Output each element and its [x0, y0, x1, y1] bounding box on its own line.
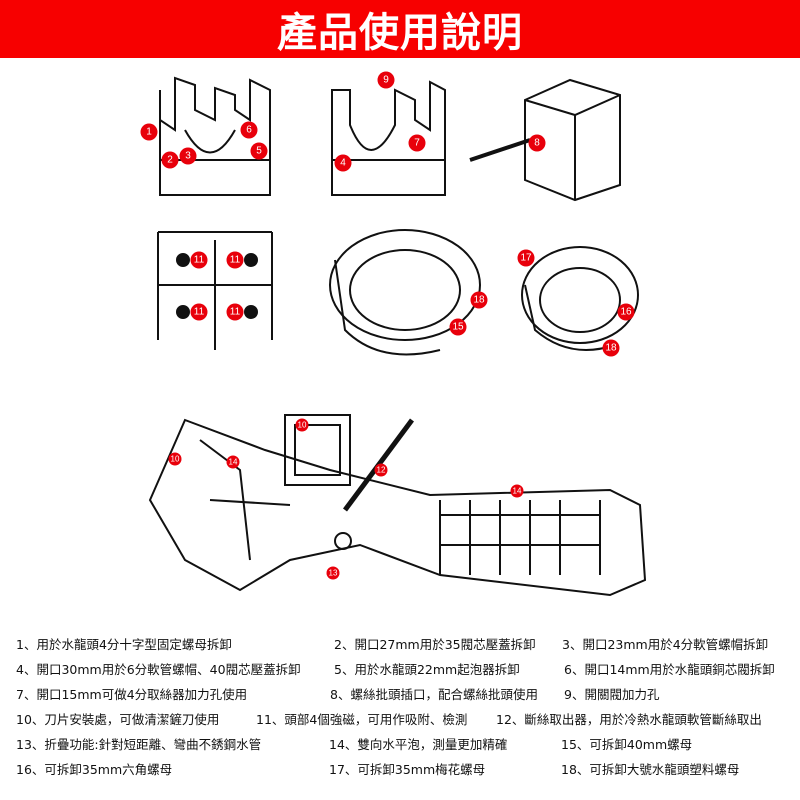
- block-view-3: [469, 78, 621, 202]
- page-title: 產品使用說明: [277, 10, 523, 56]
- note-item: 13、折疊功能:針對短距離、彎曲不銹鋼水管: [16, 737, 262, 752]
- note-item: 9、開關閥加力孔: [564, 687, 660, 702]
- note-item: 4、開口30mm用於6分軟管螺帽、40閥芯壓蓋拆卸: [16, 662, 301, 677]
- callout-marker: 7: [408, 134, 426, 152]
- note-item: 12、斷絲取出器，用於冷熱水龍頭軟管斷絲取出: [496, 712, 762, 727]
- callout-marker: 12: [374, 463, 388, 477]
- product-illustrations: 1 2 3 6 5 9 7 4 8 11 11 11 11 18 15 17 1…: [0, 58, 800, 618]
- callout-marker: 17: [517, 249, 535, 267]
- note-item: 3、開口23mm用於4分軟管螺帽拆卸: [562, 637, 769, 652]
- callout-marker: 18: [470, 291, 488, 309]
- callout-marker: 9: [377, 71, 395, 89]
- note-item: 11、頭部4個強磁，可用作吸附、檢測: [256, 712, 468, 727]
- header-banner: 產品使用說明: [0, 0, 800, 58]
- note-item: 1、用於水龍頭4分十字型固定螺母拆卸: [16, 637, 232, 652]
- callout-marker: 10: [295, 418, 309, 432]
- callout-marker: 11: [190, 251, 208, 269]
- main-tool-body: [148, 414, 647, 597]
- note-item: 17、可拆卸35mm梅花螺母: [329, 762, 486, 777]
- block-view-2: [331, 80, 446, 196]
- callout-marker: 3: [179, 147, 197, 165]
- callout-marker: 14: [226, 455, 240, 469]
- nut-40mm: [329, 229, 481, 356]
- note-item: 14、雙向水平泡，測量更加精確: [329, 737, 508, 752]
- callout-marker: 4: [334, 154, 352, 172]
- note-item: 5、用於水龍頭22mm起泡器拆卸: [334, 662, 520, 677]
- callout-marker: 18: [602, 339, 620, 357]
- callout-marker: 14: [510, 484, 524, 498]
- magnet-view: [157, 231, 273, 350]
- note-item: 2、開口27mm用於35閥芯壓蓋拆卸: [334, 637, 536, 652]
- callout-marker: 16: [617, 303, 635, 321]
- callout-marker: 11: [190, 303, 208, 321]
- callout-marker: 13: [326, 566, 340, 580]
- note-item: 10、刀片安裝處，可做清潔鏟刀使用: [16, 712, 220, 727]
- note-item: 18、可拆卸大號水龍頭塑料螺母: [561, 762, 740, 777]
- callout-marker: 1: [140, 123, 158, 141]
- callout-marker: 10: [168, 452, 182, 466]
- nut-35mm: [521, 246, 639, 351]
- callout-marker: 15: [449, 318, 467, 336]
- callout-marker: 6: [240, 121, 258, 139]
- callout-marker: 11: [226, 303, 244, 321]
- callout-marker: 5: [250, 142, 268, 160]
- note-item: 7、開口15mm可做4分取絲器加力孔使用: [16, 687, 248, 702]
- callout-marker: 8: [528, 134, 546, 152]
- tool-drawings: [148, 76, 647, 597]
- note-item: 6、開口14mm用於水龍頭銅芯閥拆卸: [564, 662, 775, 677]
- note-item: 8、螺絲批頭插口，配合螺絲批頭使用: [330, 687, 538, 702]
- note-item: 15、可拆卸40mm螺母: [561, 737, 693, 752]
- callout-marker: 11: [226, 251, 244, 269]
- note-item: 16、可拆卸35mm六角螺母: [16, 762, 173, 777]
- callout-marker: 2: [161, 151, 179, 169]
